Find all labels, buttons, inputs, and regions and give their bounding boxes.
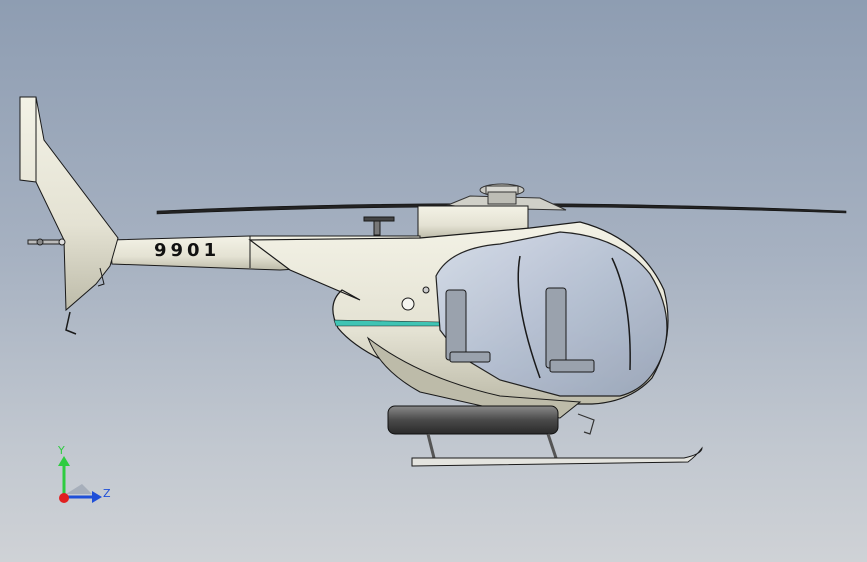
tail-skid	[65, 311, 77, 335]
seat-rear	[445, 289, 491, 363]
z-axis-arrow-icon	[92, 491, 102, 503]
door-frame-rear	[611, 257, 631, 371]
door-frame-front	[517, 255, 541, 379]
coordinate-triad: Y Z	[57, 444, 111, 503]
tail-rotor	[27, 238, 66, 246]
landing-gear-struts	[426, 433, 558, 459]
tail-strut	[97, 267, 105, 287]
rotor-hub	[446, 183, 567, 211]
x-axis-origin	[59, 493, 69, 503]
step	[577, 413, 595, 435]
fuselage-porthole	[401, 297, 415, 311]
fuel-pod	[387, 405, 559, 435]
triad-plane	[66, 484, 92, 494]
main-rotor-blade	[156, 203, 847, 215]
fuselage-rivet	[422, 286, 430, 294]
seat-front	[545, 287, 595, 373]
y-axis-arrow-icon	[58, 456, 70, 466]
z-axis-label: Z	[103, 487, 111, 500]
registration-number: 9901	[154, 240, 220, 261]
tail-fin	[19, 96, 119, 312]
y-axis-label: Y	[57, 444, 65, 457]
lower-fuselage	[366, 336, 582, 419]
landing-skid	[411, 446, 703, 467]
